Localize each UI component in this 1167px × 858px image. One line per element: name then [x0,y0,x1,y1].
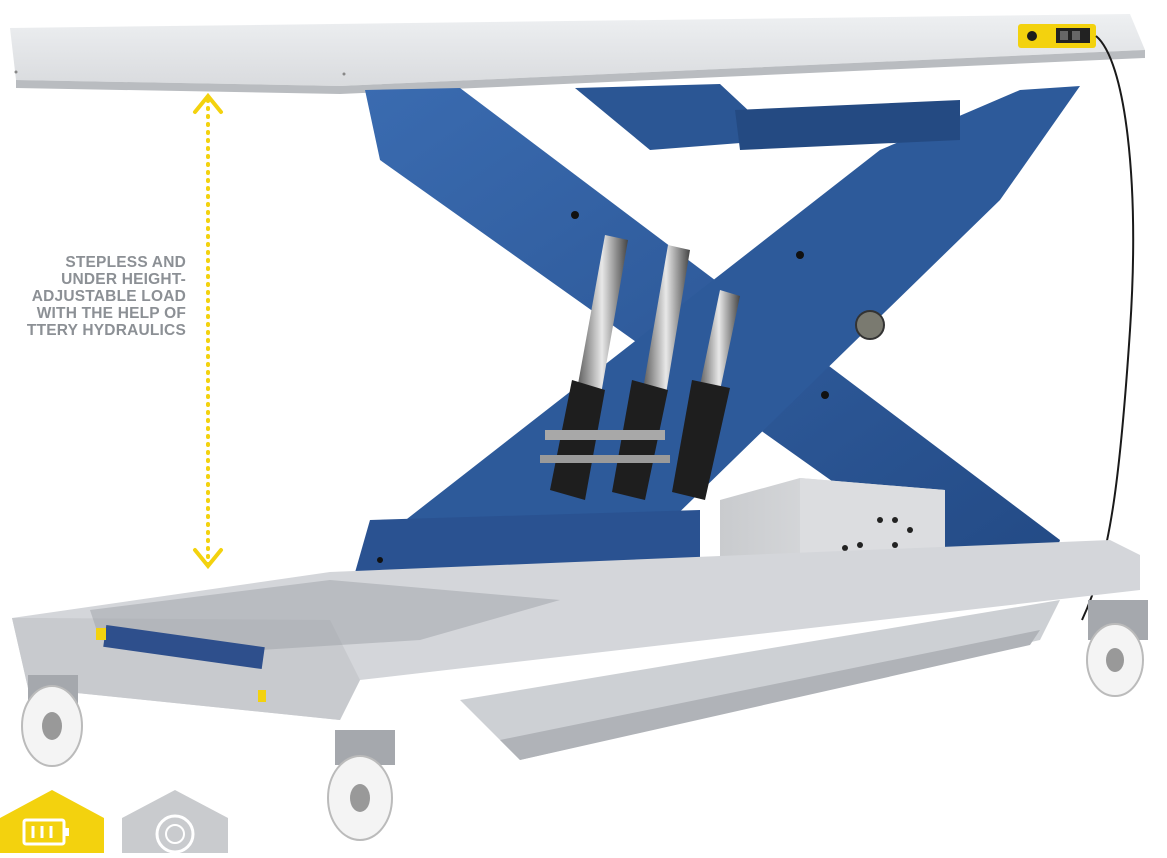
socket-icon [155,814,195,854]
table-top [10,14,1145,94]
height-arrow [193,92,223,570]
caster-wheel [327,730,395,841]
callout-line-2: UNDER HEIGHT- [61,271,186,288]
socket-badge [122,790,228,854]
base-frame [12,540,1140,760]
feature-callout: STEPLESS AND UNDER HEIGHT- ADJUSTABLE LO… [0,254,186,339]
callout-line-3: ADJUSTABLE LOAD [31,288,186,305]
callout-line-5: TTERY HYDRAULICS [26,322,186,339]
control-box [1018,24,1096,48]
caster-wheel [21,675,83,767]
callout-line-4: WITH THE HELP OF [36,305,186,322]
hydraulic-cylinders [540,235,740,500]
callout-line-1: STEPLESS AND [65,254,186,271]
caster-wheel [1086,600,1148,697]
power-cable [1081,35,1135,621]
battery-icon [22,818,69,846]
battery-badge [0,790,104,853]
